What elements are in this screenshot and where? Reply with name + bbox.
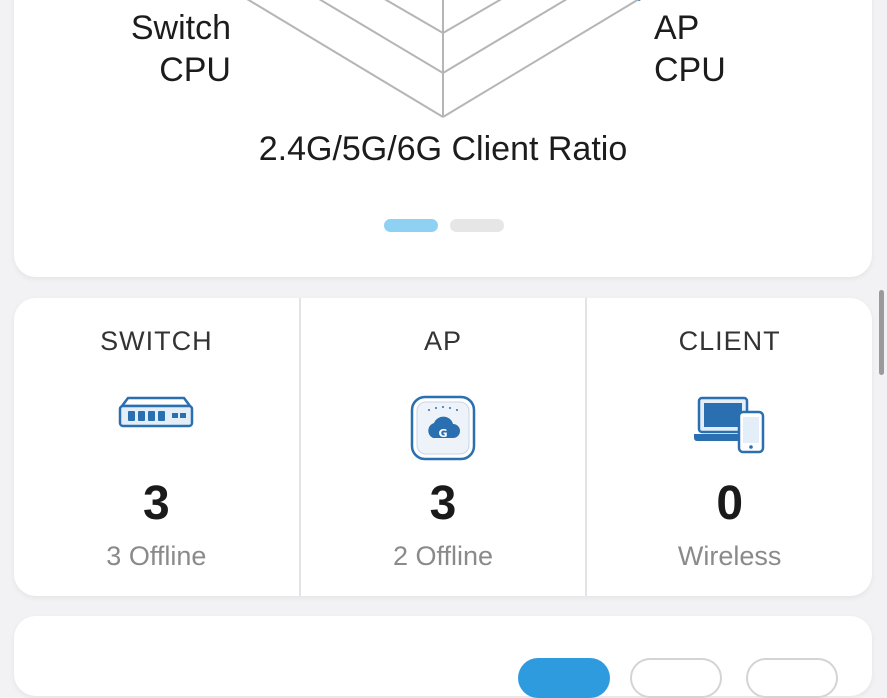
scrollbar[interactable] — [879, 290, 884, 375]
stat-client-wireless: Wireless — [677, 541, 782, 571]
svg-text:G: G — [438, 427, 447, 440]
segment-button-3[interactable] — [746, 658, 838, 698]
bottom-card — [14, 616, 872, 698]
stat-ap-title: AP — [423, 326, 463, 356]
segment-button-1[interactable] — [518, 658, 610, 698]
radar-inner-edge-left-2 — [384, 0, 444, 34]
radar-inner-edge-left — [318, 0, 444, 74]
pager-dot-1[interactable] — [384, 219, 438, 232]
radar-inner-edge-right — [442, 0, 568, 74]
pager-dot-2[interactable] — [450, 219, 504, 232]
radar-inner-edge-right-2 — [442, 0, 502, 34]
stat-switch[interactable]: SWITCH 3 3 Offline — [14, 298, 299, 596]
stat-client-count: 0 — [716, 477, 744, 530]
stat-ap-count: 3 — [429, 477, 457, 530]
radar-chart — [246, 0, 641, 118]
stat-switch-offline: 3 Offline — [106, 541, 207, 571]
stat-switch-count: 3 — [142, 477, 170, 530]
device-stats-card: SWITCH 3 3 Offline AP — [14, 298, 872, 596]
segment-button-2[interactable] — [630, 658, 722, 698]
laptop-phone-icon — [693, 394, 767, 461]
stat-client[interactable]: CLIENT 0 Wireless — [585, 298, 872, 596]
radar-outer-edge-left — [246, 0, 444, 118]
radar-label-ap-cpu-line1: AP — [654, 9, 700, 47]
stat-client-title: CLIENT — [678, 326, 781, 356]
radar-label-switch-cpu-line1: Switch — [130, 9, 231, 47]
radar-label-ap-cpu-line2: CPU — [654, 51, 726, 89]
stat-ap-offline: 2 Offline — [392, 541, 494, 571]
radar-label-switch-cpu-line2: CPU — [159, 51, 231, 89]
access-point-icon: G — [409, 394, 477, 467]
radar-axes — [246, 0, 641, 118]
radar-outer-edge-right — [442, 0, 640, 118]
radar-label-ap-cpu: AP CPU — [654, 7, 726, 91]
switch-device-icon — [116, 394, 196, 435]
radar-label-switch-cpu: Switch CPU — [131, 7, 231, 91]
radar-chart-card: Switch CPU AP CPU 2.4G/5G/6G Client Rati… — [14, 0, 872, 277]
stat-ap[interactable]: AP G 3 2 Offline — [298, 298, 586, 596]
stat-switch-title: SWITCH — [100, 326, 213, 356]
radar-label-client-ratio: 2.4G/5G/6G Client Ratio — [258, 130, 628, 168]
